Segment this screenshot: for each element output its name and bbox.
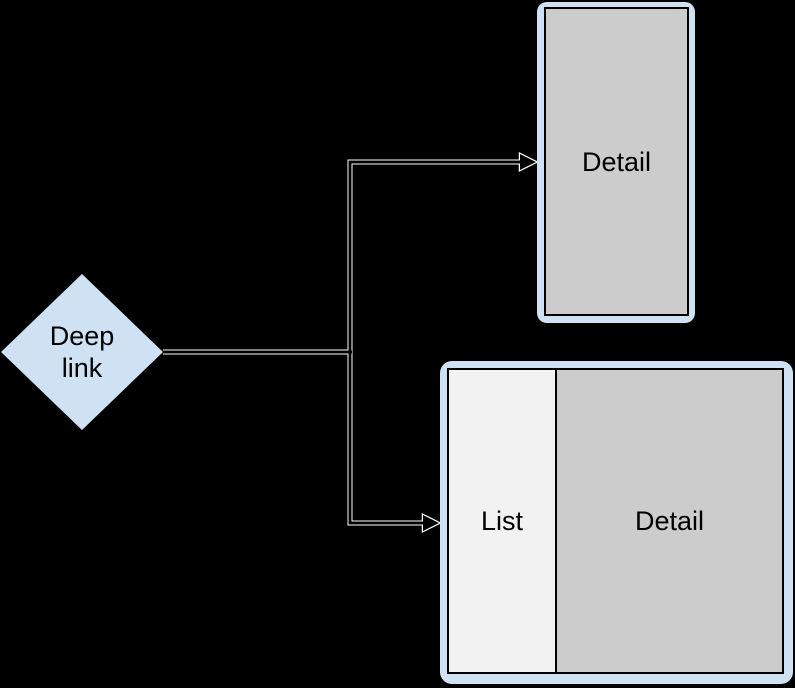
phone-node [537, 2, 695, 323]
deep-link-node [1, 274, 163, 430]
arrowhead-to-tablet [423, 515, 439, 531]
tablet-screen-outline [447, 368, 784, 674]
connector-core-layer [163, 154, 536, 531]
tablet-detail-pane [556, 369, 783, 673]
arrowhead-to-phone [520, 154, 536, 170]
phone-screen [544, 7, 689, 316]
tablet-list-pane [448, 369, 556, 673]
connector-branch-core [348, 160, 531, 525]
tablet-node [440, 361, 793, 684]
